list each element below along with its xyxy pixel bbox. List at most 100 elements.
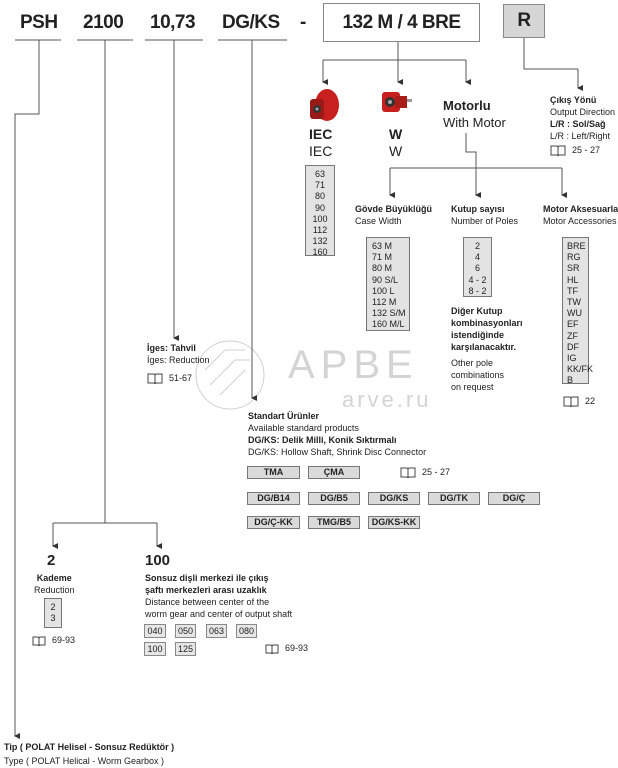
standard-products-block: Standart Ürünler Available standard prod… xyxy=(248,410,426,458)
code-motor-box: 132 M / 4 BRE xyxy=(323,3,480,42)
ratio-block: İges: Tahvil İges: Reduction 51-67 xyxy=(147,342,210,385)
iec-subtitle: IEC xyxy=(309,143,333,159)
option-dg-tk: DG/TK xyxy=(428,492,480,505)
accessory-item: B xyxy=(567,375,574,386)
code-dash: - xyxy=(300,12,306,33)
book-icon xyxy=(32,636,46,646)
standard-pages: 25 - 27 xyxy=(422,467,451,477)
center-option: 080 xyxy=(236,624,257,638)
accessories-pages: 22 xyxy=(585,396,596,406)
poles-item: 8 - 2 xyxy=(468,285,487,296)
watermark-site: arve.ru xyxy=(342,387,432,412)
stages-item: 2 xyxy=(50,602,56,612)
case-width-heading: Gövde Büyüklüğü Case Width xyxy=(355,203,432,227)
ratio-subtitle: İges: Reduction xyxy=(147,355,210,365)
iec-adapter-image xyxy=(310,89,339,121)
case-width-item: 112 M xyxy=(372,297,397,308)
accessory-item: DF xyxy=(567,341,579,352)
option-cma: ÇMA xyxy=(308,466,360,479)
standard-title: Standart Ürünler xyxy=(248,411,320,421)
type-title-tr: Tip ( POLAT Helisel - Sonsuz Redüktör ) xyxy=(4,742,175,752)
center-option: 050 xyxy=(175,624,196,638)
iec-size: 71 xyxy=(314,180,325,191)
accessory-item: BRE xyxy=(567,241,586,251)
accessory-item: ZF xyxy=(567,330,578,341)
case-width-subtitle: Case Width xyxy=(355,216,402,226)
case-width-item: 160 M/L xyxy=(372,319,405,330)
w-title: W xyxy=(389,126,403,142)
note-line: Diğer Kutup xyxy=(451,306,503,316)
center-option: 125 xyxy=(175,642,196,656)
center-pages: 69-93 xyxy=(285,643,309,653)
standard-ref: 25 - 27 xyxy=(400,466,451,479)
iec-size: 112 xyxy=(312,225,328,236)
stages-item: 3 xyxy=(50,613,56,624)
output-direction-pages: 25 - 27 xyxy=(572,145,601,155)
code-ratio: 10,73 xyxy=(150,12,196,33)
book-icon xyxy=(550,145,566,157)
output-direction-block: Çıkış Yönü Output Direction L/R : Sol/Sa… xyxy=(550,94,616,157)
note-line: kombinasyonları xyxy=(451,318,523,328)
center-option: 040 xyxy=(144,624,166,638)
center-distance-heading: Sonsuz dişli merkezi ile çıkış şaftı mer… xyxy=(145,572,292,620)
poles-subtitle: Number of Poles xyxy=(451,216,519,226)
iec-size: 132 xyxy=(312,236,328,247)
note-line: karşılanacaktır. xyxy=(451,342,517,352)
accessory-item: SR xyxy=(567,263,580,274)
poles-item: 4 - 2 xyxy=(468,274,487,285)
center-option: 063 xyxy=(206,624,227,638)
case-width-item: 100 L xyxy=(372,285,395,296)
case-width-title: Gövde Büyüklüğü xyxy=(355,204,433,214)
iec-size: 160 xyxy=(312,247,328,258)
watermark-brand: APBE xyxy=(288,343,419,387)
poles-item: 6 xyxy=(474,263,480,274)
book-icon xyxy=(147,373,163,385)
case-width-item: 71 M xyxy=(372,252,393,263)
option-dg-ks: DG/KS xyxy=(368,492,420,505)
option-dg-b14: DG/B14 xyxy=(247,492,300,505)
accessory-item: WU xyxy=(567,308,582,319)
stages-value: 2 xyxy=(47,552,56,569)
option-dg-ks-kk: DG/KS-KK xyxy=(368,516,420,529)
accessory-item: KK/FK xyxy=(567,364,594,375)
code-output: DG/KS xyxy=(222,12,280,33)
poles-item: 4 xyxy=(474,252,480,263)
center-option: 100 xyxy=(144,642,166,656)
output-direction-option-en: L/R : Left/Right xyxy=(550,131,611,141)
note-line: Other pole xyxy=(451,358,494,368)
option-tma: TMA xyxy=(247,466,300,479)
motor-title: Motorlu xyxy=(443,98,491,113)
book-icon xyxy=(400,467,416,479)
standard-def-en: DG/KS: Hollow Shaft, Shrink Disc Connect… xyxy=(248,447,427,457)
poles-heading: Kutup sayısı Number of Poles xyxy=(451,203,518,227)
accessories-heading: Motor Aksesuarları Motor Accessories xyxy=(543,203,618,227)
code-type: PSH xyxy=(20,12,58,33)
heading-line: worm gear and center of output shaft xyxy=(145,609,293,619)
accessory-item: TF xyxy=(567,285,578,296)
poles-title: Kutup sayısı xyxy=(451,204,505,214)
accessory-item: EF xyxy=(567,319,579,330)
output-direction-subtitle: Output Direction xyxy=(550,107,616,117)
accessory-item: IG xyxy=(567,353,577,364)
code-direction-box: R xyxy=(503,4,545,38)
stages-subtitle: Reduction xyxy=(34,585,75,595)
note-line: combinations xyxy=(451,370,505,380)
ratio-title: İges: Tahvil xyxy=(147,343,196,353)
option-tmg-b5: TMG/B5 xyxy=(308,516,360,529)
heading-line: Sonsuz dişli merkezi ile çıkış xyxy=(145,573,269,583)
center-ref: 69-93 xyxy=(265,642,308,654)
output-direction-title: Çıkış Yönü xyxy=(550,95,597,105)
option-dg-c-kk: DG/Ç-KK xyxy=(247,516,300,529)
ratio-pages: 51-67 xyxy=(169,373,193,383)
case-width-item: 90 S/L xyxy=(372,274,399,285)
option-dg-c: DG/Ç xyxy=(488,492,540,505)
stages-title: Kademe xyxy=(36,573,72,583)
iec-title: IEC xyxy=(309,126,333,142)
output-direction-option-tr: L/R : Sol/Sağ xyxy=(550,119,606,129)
